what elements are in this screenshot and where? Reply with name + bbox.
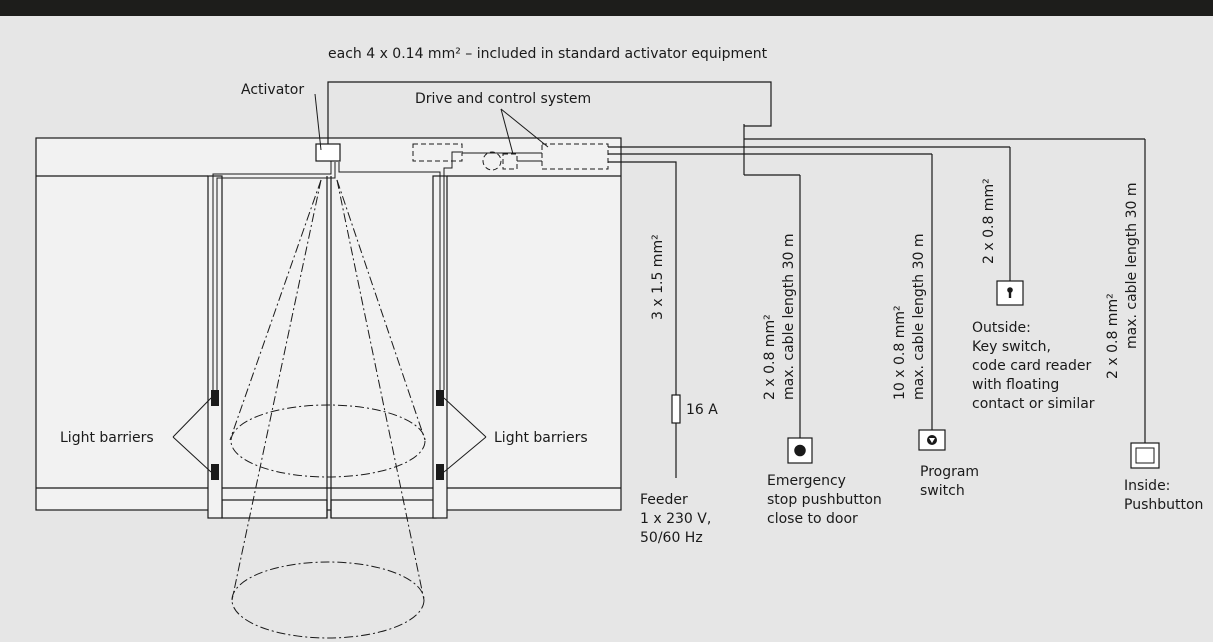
labels: each 4 x 0.14 mm² – included in standard… <box>60 46 1203 546</box>
light-barriers-label-right: Light barriers <box>494 430 588 446</box>
sensor-cable-left-outer <box>212 154 332 390</box>
inside-line-1: Inside: <box>1124 478 1170 494</box>
activator-box <box>315 143 341 162</box>
control-unit-dashed <box>541 143 609 170</box>
field-outer-left <box>231 179 322 601</box>
emergency-line-1: Emergency <box>767 473 846 489</box>
right-leaf-bottom <box>330 499 437 519</box>
emergency-cable-label-1: 2 x 0.8 mm² <box>762 314 778 400</box>
drive-leader-1 <box>500 108 514 155</box>
sensor-cable-right-outer <box>443 151 461 390</box>
activator-label: Activator <box>241 82 304 98</box>
activation-field-ellipse-lower <box>231 561 425 639</box>
activation-field <box>229 179 426 639</box>
outside-line-4: with floating <box>972 377 1059 393</box>
header-bar <box>0 0 1213 16</box>
light-barrier-sensor-left-top <box>211 390 219 406</box>
activator-leader <box>314 93 322 151</box>
inside-line-2: Pushbutton <box>1124 497 1203 513</box>
fuse-icon <box>671 394 681 424</box>
right-barrier-leader-top <box>443 397 487 438</box>
light-barriers-label-left: Light barriers <box>60 430 154 446</box>
left-leaf-bottom <box>221 499 328 519</box>
sensor-cable-left-inner <box>216 162 336 390</box>
fuse-label: 16 A <box>686 402 718 418</box>
outside-line-2: Key switch, <box>972 339 1051 355</box>
control-units <box>315 143 609 171</box>
key-switch-icon <box>996 280 1024 306</box>
outside-line-3: code card reader <box>972 358 1091 374</box>
program-line-2: switch <box>920 483 965 499</box>
door-assembly <box>35 137 622 519</box>
cabling <box>172 81 1146 478</box>
sensor-cable-right-inner <box>338 162 441 390</box>
light-barrier-sensor-right-top <box>436 390 444 406</box>
light-barrier-sensor-left-bottom <box>211 464 219 480</box>
light-barrier-sensor-right-bottom <box>436 464 444 480</box>
devices <box>787 280 1160 469</box>
activation-field-ellipse-upper <box>230 404 426 478</box>
field-outer-right <box>336 179 425 601</box>
outside-line-5: contact or similar <box>972 396 1095 412</box>
activator-header-cable <box>327 81 772 144</box>
field-outer-right-inner <box>336 179 426 441</box>
left-post <box>207 175 223 519</box>
cable-header-label: each 4 x 0.14 mm² – included in standard… <box>328 46 768 62</box>
inside-pushbutton <box>1130 442 1160 469</box>
emergency-line-2: stop pushbutton <box>767 492 882 508</box>
left-barrier-leader-top <box>172 397 212 438</box>
outside-line-1: Outside: <box>972 320 1031 336</box>
inside-cable-label-1: 2 x 0.8 mm² <box>1105 293 1121 379</box>
emergency-line-3: close to door <box>767 511 858 527</box>
door-frame <box>35 137 622 511</box>
field-outer-left-inner <box>229 179 322 441</box>
right-barrier-leader-bottom <box>443 436 487 473</box>
program-cable-label-1: 10 x 0.8 mm² <box>892 305 908 400</box>
program-switch <box>918 429 946 451</box>
gear-dashed <box>502 153 518 170</box>
emergency-cable-label-2: max. cable length 30 m <box>781 234 797 401</box>
outside-cable-label: 2 x 0.8 mm² <box>981 178 997 264</box>
inside-cable-label-2: max. cable length 30 m <box>1124 183 1140 350</box>
feeder-cable-label: 3 x 1.5 mm² <box>650 234 666 320</box>
emergency-stop-button <box>787 437 813 464</box>
feeder-line-1: Feeder <box>640 492 688 508</box>
left-barrier-leader-bottom <box>172 436 212 473</box>
feeder-line-2: 1 x 230 V, <box>640 511 711 527</box>
drive-leader-2 <box>500 108 549 148</box>
program-line-1: Program <box>920 464 979 480</box>
drive-label: Drive and control system <box>415 91 591 107</box>
feeder-cable-upper <box>608 161 677 395</box>
motor-dashed <box>482 151 502 171</box>
feeder-line-3: 50/60 Hz <box>640 530 703 546</box>
program-cable-label-2: max. cable length 30 m <box>911 234 927 401</box>
